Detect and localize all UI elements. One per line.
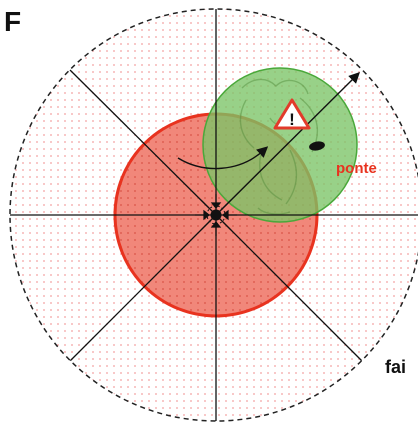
warning-glyph: ! (289, 110, 295, 129)
marker-oval (309, 141, 325, 151)
green-circle-region (202, 67, 358, 223)
center-hub-icon (206, 205, 226, 225)
diagonal-arrow-ne (215, 72, 360, 216)
ponte-label: ponte (336, 160, 377, 177)
panel-letter: F (4, 6, 21, 37)
warning-triangle-icon: ! (273, 98, 311, 130)
cut-label-fragment: fai (385, 357, 406, 377)
curved-arrow (177, 146, 269, 170)
